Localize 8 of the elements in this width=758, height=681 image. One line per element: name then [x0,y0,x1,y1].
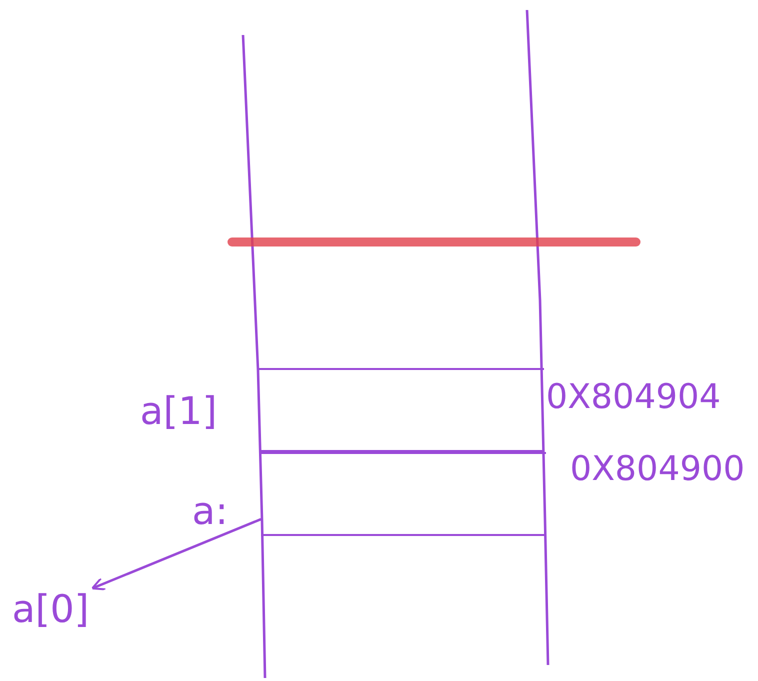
memory-address: 0X804900 [570,452,745,486]
memory-address: 0X804904 [546,380,721,414]
variable-label: a: [192,492,228,530]
array-element-label: a[1] [140,392,218,430]
array-element-label: a[0] [12,590,90,628]
arrow [91,518,262,590]
memory-cell [261,452,546,536]
memory-cell [259,368,544,452]
